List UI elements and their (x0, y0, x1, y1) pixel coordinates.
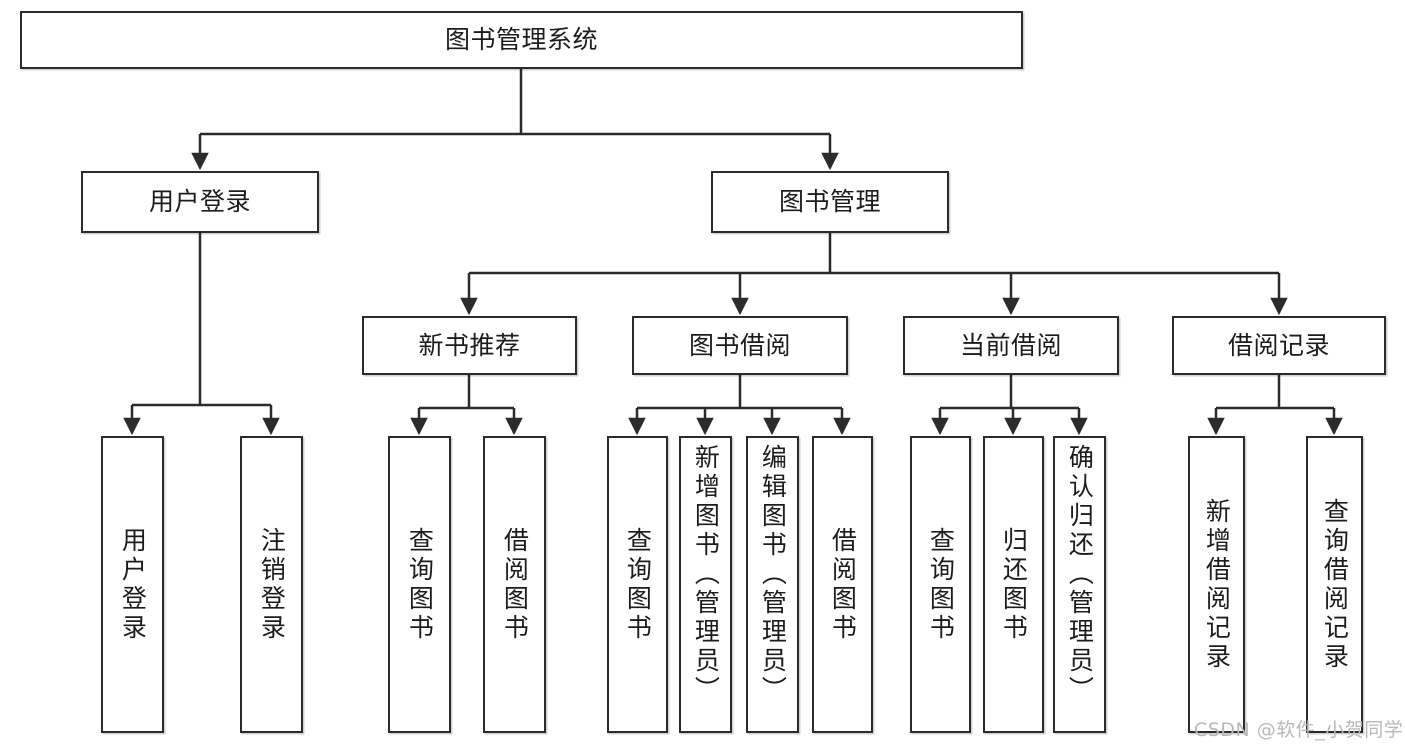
node-book-borrow-label: 图书借阅 (688, 330, 791, 360)
leaf-user-logout-label: 注销登录 (257, 526, 287, 643)
node-current-borrow-label: 当前借阅 (959, 330, 1062, 360)
leaf-query-book-recommend[interactable]: 查询图书 (388, 436, 451, 733)
leaf-borrow-book-recommend[interactable]: 借阅图书 (483, 436, 546, 733)
node-book-borrow[interactable]: 图书借阅 (632, 316, 848, 375)
node-new-book-recommend-label: 新书推荐 (418, 330, 521, 360)
leaf-query-borrow-record-label: 查询借阅记录 (1320, 497, 1350, 672)
node-root[interactable]: 图书管理系统 (20, 11, 1023, 69)
leaf-user-login-label: 用户登录 (118, 526, 148, 643)
node-current-borrow[interactable]: 当前借阅 (903, 316, 1119, 375)
leaf-add-book-admin[interactable]: 新增图书（管理员） (679, 436, 732, 733)
leaf-confirm-return-admin[interactable]: 确认归还（管理员） (1053, 436, 1106, 733)
leaf-user-logout[interactable]: 注销登录 (240, 436, 303, 733)
leaf-confirm-return-admin-label: 确认归还（管理员） (1065, 444, 1095, 705)
node-borrow-records-label: 借阅记录 (1227, 330, 1330, 360)
leaf-query-borrow-record[interactable]: 查询借阅记录 (1306, 436, 1363, 733)
leaf-query-book-borrow-label: 查询图书 (623, 526, 653, 643)
leaf-add-borrow-record[interactable]: 新增借阅记录 (1188, 436, 1245, 733)
csdn-watermark: CSDN @软件_小贺同学 (1194, 719, 1404, 741)
node-root-label: 图书管理系统 (444, 25, 598, 55)
leaf-return-book[interactable]: 归还图书 (983, 436, 1044, 733)
node-new-book-recommend[interactable]: 新书推荐 (362, 316, 577, 375)
leaf-edit-book-admin-label: 编辑图书（管理员） (758, 444, 788, 705)
leaf-query-book-recommend-label: 查询图书 (405, 526, 435, 643)
node-book-management-label: 图书管理 (778, 187, 881, 217)
leaf-borrow-book[interactable]: 借阅图书 (812, 436, 873, 733)
leaf-query-book-borrow[interactable]: 查询图书 (607, 436, 668, 733)
leaf-borrow-book-label: 借阅图书 (828, 526, 858, 643)
node-borrow-records[interactable]: 借阅记录 (1172, 316, 1386, 375)
leaf-user-login[interactable]: 用户登录 (101, 436, 164, 733)
leaf-return-book-label: 归还图书 (999, 526, 1029, 643)
node-book-management[interactable]: 图书管理 (711, 171, 949, 233)
node-user-login-label: 用户登录 (148, 187, 251, 217)
leaf-query-book-current[interactable]: 查询图书 (910, 436, 971, 733)
node-user-login[interactable]: 用户登录 (81, 171, 319, 233)
leaf-query-book-current-label: 查询图书 (926, 526, 956, 643)
leaf-borrow-book-recommend-label: 借阅图书 (500, 526, 530, 643)
leaf-add-borrow-record-label: 新增借阅记录 (1202, 497, 1232, 672)
leaf-add-book-admin-label: 新增图书（管理员） (691, 444, 721, 705)
leaf-edit-book-admin[interactable]: 编辑图书（管理员） (746, 436, 799, 733)
